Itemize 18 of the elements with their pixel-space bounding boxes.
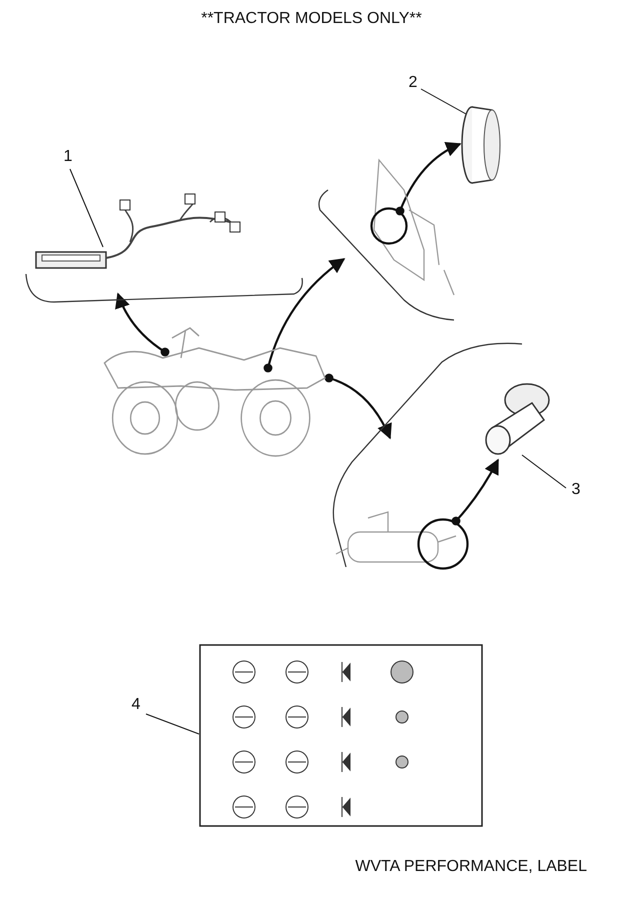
- callout-number: 2: [403, 73, 423, 95]
- callout-number: 3: [566, 480, 586, 502]
- caption: WVTA PERFORMANCE, LABEL: [355, 858, 587, 876]
- arrow: [264, 258, 346, 372]
- detail-circle: [417, 518, 469, 570]
- callout-number: 1: [58, 147, 78, 169]
- leader-line: [420, 88, 466, 114]
- arrow: [396, 142, 462, 216]
- title: **TRACTOR MODELS ONLY**: [200, 10, 423, 28]
- detail-circle: [370, 207, 408, 245]
- arrow: [116, 292, 170, 356]
- arrow: [452, 458, 499, 526]
- callout-number: 4: [126, 695, 146, 717]
- leader-line: [522, 454, 566, 488]
- leader-line: [70, 168, 104, 248]
- label-sheet-drawing: [199, 644, 483, 827]
- arrow: [324, 374, 392, 440]
- leader-line: [146, 714, 200, 734]
